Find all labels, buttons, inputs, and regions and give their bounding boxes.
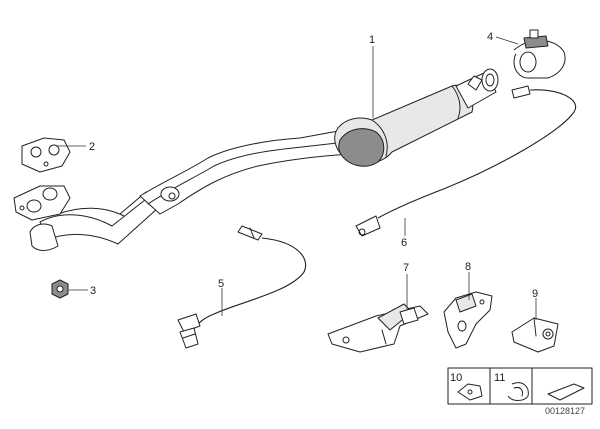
rubber-mount-10 bbox=[457, 383, 483, 401]
fastener-misc bbox=[547, 383, 585, 401]
callout-11: 11 bbox=[494, 372, 505, 384]
callout-2: 2 bbox=[89, 141, 95, 153]
inset-panel bbox=[447, 367, 593, 405]
callout-7: 7 bbox=[403, 262, 409, 274]
callout-3: 3 bbox=[90, 285, 96, 297]
doc-number: 00128127 bbox=[545, 406, 585, 416]
hex-nut bbox=[51, 279, 69, 299]
exhaust-pipe-assembly bbox=[29, 68, 499, 251]
manifold-flange bbox=[13, 185, 71, 221]
clip-11 bbox=[507, 382, 529, 401]
oxygen-sensor-rear bbox=[355, 85, 577, 237]
exhaust-bracket-7 bbox=[327, 303, 429, 353]
oxygen-sensor-front bbox=[177, 225, 307, 349]
leader-lines bbox=[56, 36, 537, 320]
callout-4: 4 bbox=[487, 31, 493, 43]
callout-8: 8 bbox=[465, 261, 471, 273]
exhaust-manifold-gasket bbox=[21, 137, 71, 173]
pipe-clamp bbox=[513, 29, 566, 79]
callout-6: 6 bbox=[401, 237, 407, 249]
callout-1: 1 bbox=[369, 34, 375, 46]
exhaust-hanger-8 bbox=[443, 291, 493, 349]
exhaust-mount-9 bbox=[511, 317, 559, 353]
callout-10: 10 bbox=[450, 372, 462, 384]
callout-5: 5 bbox=[218, 278, 224, 290]
callout-labels: 1 2 3 4 5 6 7 8 9 10 11 bbox=[89, 31, 538, 384]
callout-9: 9 bbox=[532, 288, 538, 300]
